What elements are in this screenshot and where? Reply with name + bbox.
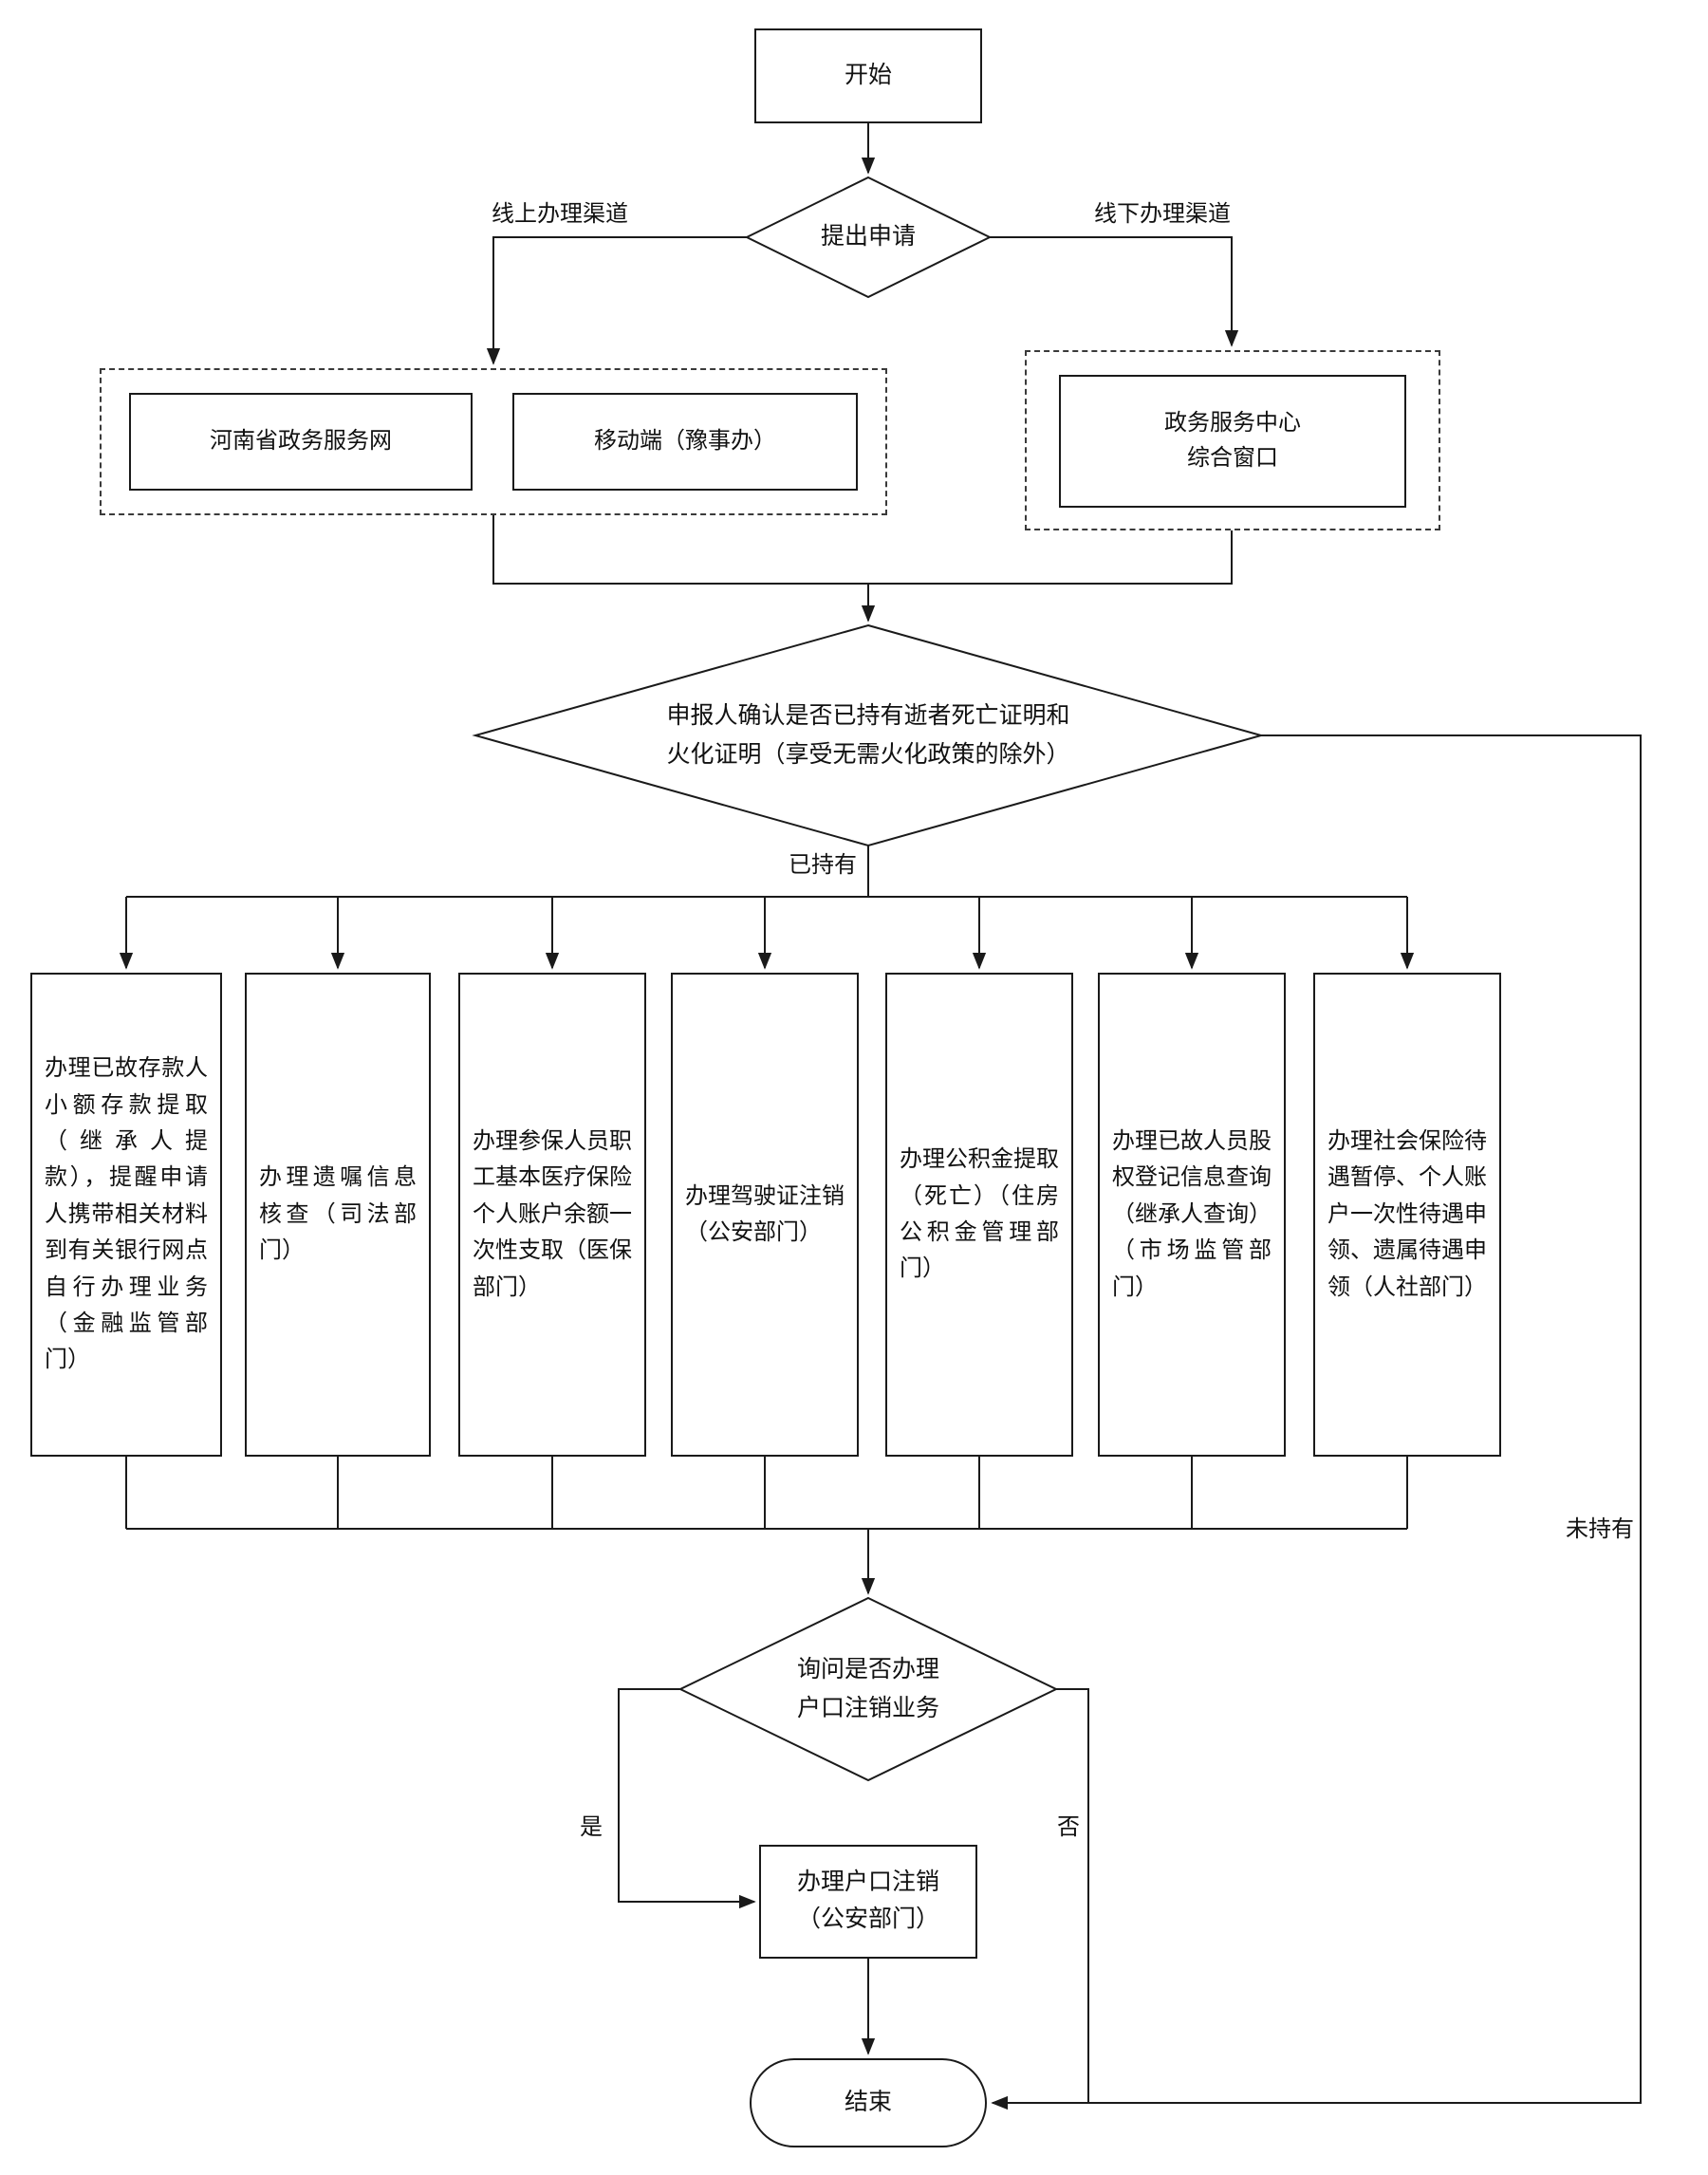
- start-label: 开始: [844, 62, 892, 88]
- yes-edge-label: 是: [580, 1815, 603, 1840]
- connector-ask-no: [1056, 1688, 1089, 2103]
- end-label: 结束: [844, 2089, 892, 2115]
- online-channel-edge-label: 线上办理渠道: [492, 202, 628, 227]
- branch-equity-query-node: 办理已故人员股权登记信息查询（继承人查询）（市场监管部门）: [1098, 973, 1286, 1457]
- branch-medical-insurance-node: 办理参保人员职工基本医疗保险个人账户余额一次性支取（医保部门）: [458, 973, 646, 1457]
- branch-drivers-license-node: 办理驾驶证注销（公安部门）: [671, 973, 859, 1457]
- connector-ask-yes: [618, 1688, 756, 1909]
- portal-web-node: 河南省政务服务网: [129, 393, 473, 491]
- start-node: 开始: [754, 28, 982, 123]
- hukou-cancellation-node: 办理户口注销 （公安部门）: [759, 1845, 977, 1959]
- offline-channel-group: [1025, 350, 1440, 530]
- end-node: 结束: [750, 2058, 987, 2147]
- offline-channel-edge-label: 线下办理渠道: [1094, 202, 1231, 227]
- apply-diamond: [744, 176, 993, 299]
- connector-offline-merge: [866, 530, 1233, 585]
- online-channels-group: [100, 368, 887, 515]
- branch-housing-fund-node: 办理公积金提取（死亡）（住房公积金管理部门）: [885, 973, 1073, 1457]
- confirm-diamond: [472, 623, 1265, 847]
- not-has-certificates-edge-label: 未持有: [1566, 1517, 1634, 1542]
- connector-apply-offline: [990, 236, 1239, 347]
- has-certificates-edge-label: 已持有: [789, 853, 857, 878]
- ask-diamond: [678, 1596, 1059, 1782]
- branch-will-check-node: 办理遗嘱信息核查（司法部门）: [245, 973, 431, 1457]
- portal-mobile-node: 移动端（豫事办）: [512, 393, 858, 491]
- connector-online-merge: [492, 515, 870, 585]
- connector-apply-online: [486, 236, 747, 365]
- connector-confirm-nothas-end: [991, 734, 1642, 2110]
- branch-bank-deposit-node: 办理已故存款人小额存款提取（继承人提款），提醒申请人携带相关材料到有关银行网点自…: [30, 973, 222, 1457]
- service-center-node: 政务服务中心 综合窗口: [1059, 375, 1406, 508]
- branch-social-insurance-node: 办理社会保险待遇暂停、个人账户一次性待遇申领、遗属待遇申领（人社部门）: [1313, 973, 1501, 1457]
- no-edge-label: 否: [1057, 1815, 1080, 1840]
